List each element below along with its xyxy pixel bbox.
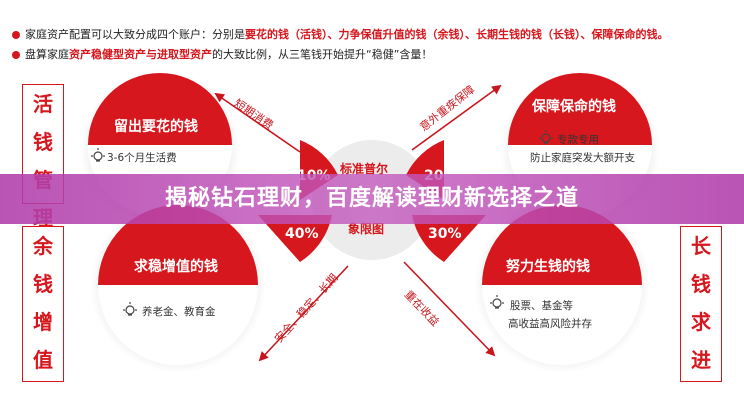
side-label-char: 长 (691, 234, 711, 258)
lightbulb-icon (490, 295, 504, 309)
center-title: 标准普尔 (340, 162, 389, 176)
quadrant-sub-bottom-left: 养老金、教育金 (142, 306, 216, 318)
quadrant-sub1-top-right: 专款专用 (557, 134, 599, 146)
wedge-bottom-left (258, 215, 332, 262)
bullet-dot-icon (12, 31, 20, 39)
title-banner (0, 174, 744, 224)
header-line-1-accounts: 要花的钱（活钱）、力争保值升值的钱（余钱）、长期生钱的钱（长钱）、保障保命的钱。 (245, 28, 669, 41)
header-line-1-prefix: 家庭资产配置可以大致分成四个账户：分别是 (25, 28, 245, 41)
quadrant-sub-top-left: 3-6个月生活费 (107, 152, 177, 164)
side-label-char: 钱 (691, 272, 711, 296)
header-line-2-highlight: 资产稳健型资产与进取型资产 (69, 48, 212, 61)
side-label-char: 值 (33, 348, 53, 372)
quadrant-sub2-bottom-right: 高收益高风险并存 (508, 318, 592, 330)
arrow-bottom-left (258, 265, 349, 362)
circle-bottom-left (98, 205, 258, 365)
lightbulb-icon (91, 148, 105, 162)
side-label-char: 求 (691, 310, 711, 334)
arrow-top-left (214, 92, 301, 153)
circle-bottom-right (482, 205, 642, 365)
quadrant-title-bottom-left: 求稳增值的钱 (134, 259, 218, 275)
bullet-dot-icon (12, 51, 20, 59)
quadrant-title-top-left: 留出要花的钱 (114, 119, 198, 135)
side-label-char: 增 (33, 310, 53, 334)
side-label-char: 进 (691, 348, 711, 372)
quadrant-title-bottom-right: 努力生钱的钱 (506, 259, 590, 275)
quadrant-sub1-bottom-right: 股票、基金等 (510, 300, 573, 312)
wedge-bottom-right (412, 215, 486, 262)
quadrant-title-top-right: 保障保命的钱 (532, 99, 616, 115)
side-label-char: 余 (33, 234, 53, 258)
header-line-2-suffix: 的大致比例，从三笔钱开始提升“稳健”含量！ (212, 48, 433, 61)
header: 家庭资产配置可以大致分成四个账户：分别是要花的钱（活钱）、力争保值升值的钱（余钱… (0, 0, 744, 72)
header-line-2-prefix: 盘算家庭 (25, 48, 69, 61)
quadrant-sub2-top-right: 防止家庭突发大额开支 (530, 152, 635, 164)
lightbulb-icon (123, 302, 137, 316)
header-line-2: 盘算家庭资产稳健型资产与进取型资产的大致比例，从三笔钱开始提升“稳健”含量！ (12, 46, 432, 62)
side-label-char: 活 (33, 92, 53, 116)
side-label-char: 钱 (33, 130, 53, 154)
arrow-bottom-right (403, 261, 496, 357)
percent-bottom-right: 30% (428, 226, 462, 242)
banner-title: 揭秘钻石理财，百度解读理财新选择之道 (164, 186, 579, 211)
header-line-1: 家庭资产配置可以大致分成四个账户：分别是要花的钱（活钱）、力争保值升值的钱（余钱… (12, 26, 669, 42)
side-label-long-money: 长 钱 求 进 (680, 226, 722, 382)
arrow-top-right (411, 84, 502, 151)
center-subtitle: 象限图 (348, 222, 385, 236)
lightbulb-icon (539, 130, 553, 144)
percent-bottom-left: 40% (285, 226, 319, 242)
side-label-char: 钱 (33, 272, 53, 296)
side-label-spare-money: 余 钱 增 值 (22, 226, 64, 382)
